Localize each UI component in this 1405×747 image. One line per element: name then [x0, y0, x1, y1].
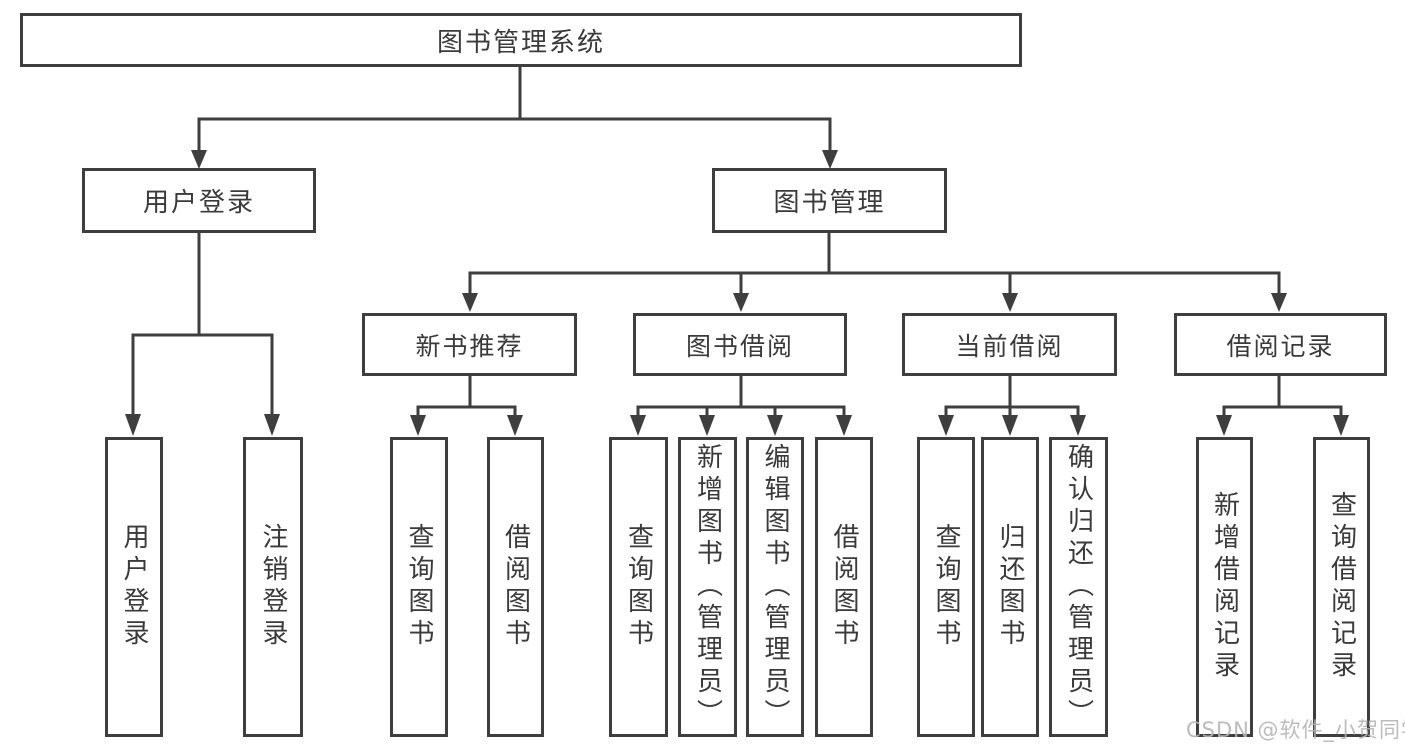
arrow-icon — [630, 415, 646, 436]
node-label: 确认归还（管理员） — [1063, 443, 1094, 731]
node-label: 用户登录 — [142, 188, 255, 218]
node-label: 新增图书（管理员） — [692, 443, 723, 731]
node-label: 用户登录 — [119, 523, 149, 651]
connector-root — [197, 66, 832, 151]
arrow-icon — [1216, 415, 1232, 436]
node-label: 归还图书 — [995, 523, 1025, 651]
node-label: 图书借阅 — [685, 331, 794, 361]
arrow-icon — [733, 293, 749, 312]
leaf-borrow-edit-books-admin: 编辑图书（管理员） — [746, 437, 804, 737]
leaf-records-query-record: 查询借阅记录 — [1313, 437, 1370, 737]
node-user-login: 用户登录 — [82, 168, 316, 233]
leaf-recommend-query-books: 查询图书 — [390, 437, 448, 737]
node-label: 图书管理 — [773, 188, 886, 218]
leaf-current-query-books: 查询图书 — [917, 437, 975, 737]
arrow-icon — [836, 415, 852, 436]
arrow-icon — [938, 415, 954, 436]
node-borrow-records: 借阅记录 — [1174, 313, 1387, 376]
leaf-recommend-borrow-books: 借阅图书 — [487, 437, 544, 737]
node-label: 新增借阅记录 — [1209, 491, 1240, 683]
leaf-borrow-query-books: 查询图书 — [609, 437, 668, 737]
arrow-icon — [264, 414, 280, 436]
node-current-borrow: 当前借阅 — [902, 313, 1117, 376]
connector-borrow-records — [1222, 375, 1343, 417]
arrow-icon — [125, 414, 141, 436]
connector-user-login — [131, 232, 274, 416]
arrow-icon — [410, 415, 426, 436]
node-root: 图书管理系统 — [20, 13, 1022, 67]
arrow-icon — [507, 415, 523, 436]
node-label: 查询图书 — [404, 523, 434, 651]
node-label: 借阅图书 — [829, 523, 859, 651]
leaf-logout: 注销登录 — [243, 437, 303, 737]
node-label: 编辑图书（管理员） — [760, 443, 790, 731]
connector-book-borrow — [636, 375, 846, 417]
node-label: 借阅记录 — [1226, 331, 1335, 361]
node-new-book-recommend: 新书推荐 — [362, 313, 577, 376]
node-book-management: 图书管理 — [712, 168, 947, 233]
node-label: 查询图书 — [623, 523, 654, 651]
leaf-records-add-record: 新增借阅记录 — [1196, 437, 1253, 737]
node-label: 借阅图书 — [500, 523, 531, 651]
node-label: 注销登录 — [258, 523, 288, 651]
arrowheads — [125, 150, 1349, 436]
arrow-icon — [462, 293, 478, 312]
arrow-icon — [1271, 293, 1287, 312]
node-label: 图书管理系统 — [436, 27, 605, 58]
leaf-borrow-add-books-admin: 新增图书（管理员） — [678, 437, 737, 737]
arrow-icon — [699, 415, 715, 436]
arrow-icon — [1002, 415, 1018, 436]
arrow-icon — [767, 415, 783, 436]
arrow-icon — [191, 150, 207, 169]
leaf-user-login: 用户登录 — [105, 437, 163, 737]
node-label: 当前借阅 — [955, 331, 1064, 361]
arrow-icon — [1333, 415, 1349, 436]
arrow-icon — [1002, 293, 1018, 312]
connector-new-book-recommend — [416, 375, 517, 417]
node-label: 查询图书 — [931, 523, 961, 651]
node-book-borrow: 图书借阅 — [633, 313, 847, 376]
leaf-current-return-books: 归还图书 — [981, 437, 1039, 737]
arrow-icon — [822, 150, 838, 169]
node-label: 查询借阅记录 — [1326, 491, 1357, 683]
leaf-current-confirm-return-admin: 确认归还（管理员） — [1049, 437, 1108, 737]
connector-book-management — [468, 232, 1281, 294]
csdn-watermark: CSDN @软件_小贺同学 — [1186, 718, 1405, 742]
connector-current-borrow — [944, 375, 1080, 417]
node-label: 新书推荐 — [415, 331, 524, 361]
leaf-borrow-borrow-books: 借阅图书 — [815, 437, 873, 737]
arrow-icon — [1070, 415, 1086, 436]
